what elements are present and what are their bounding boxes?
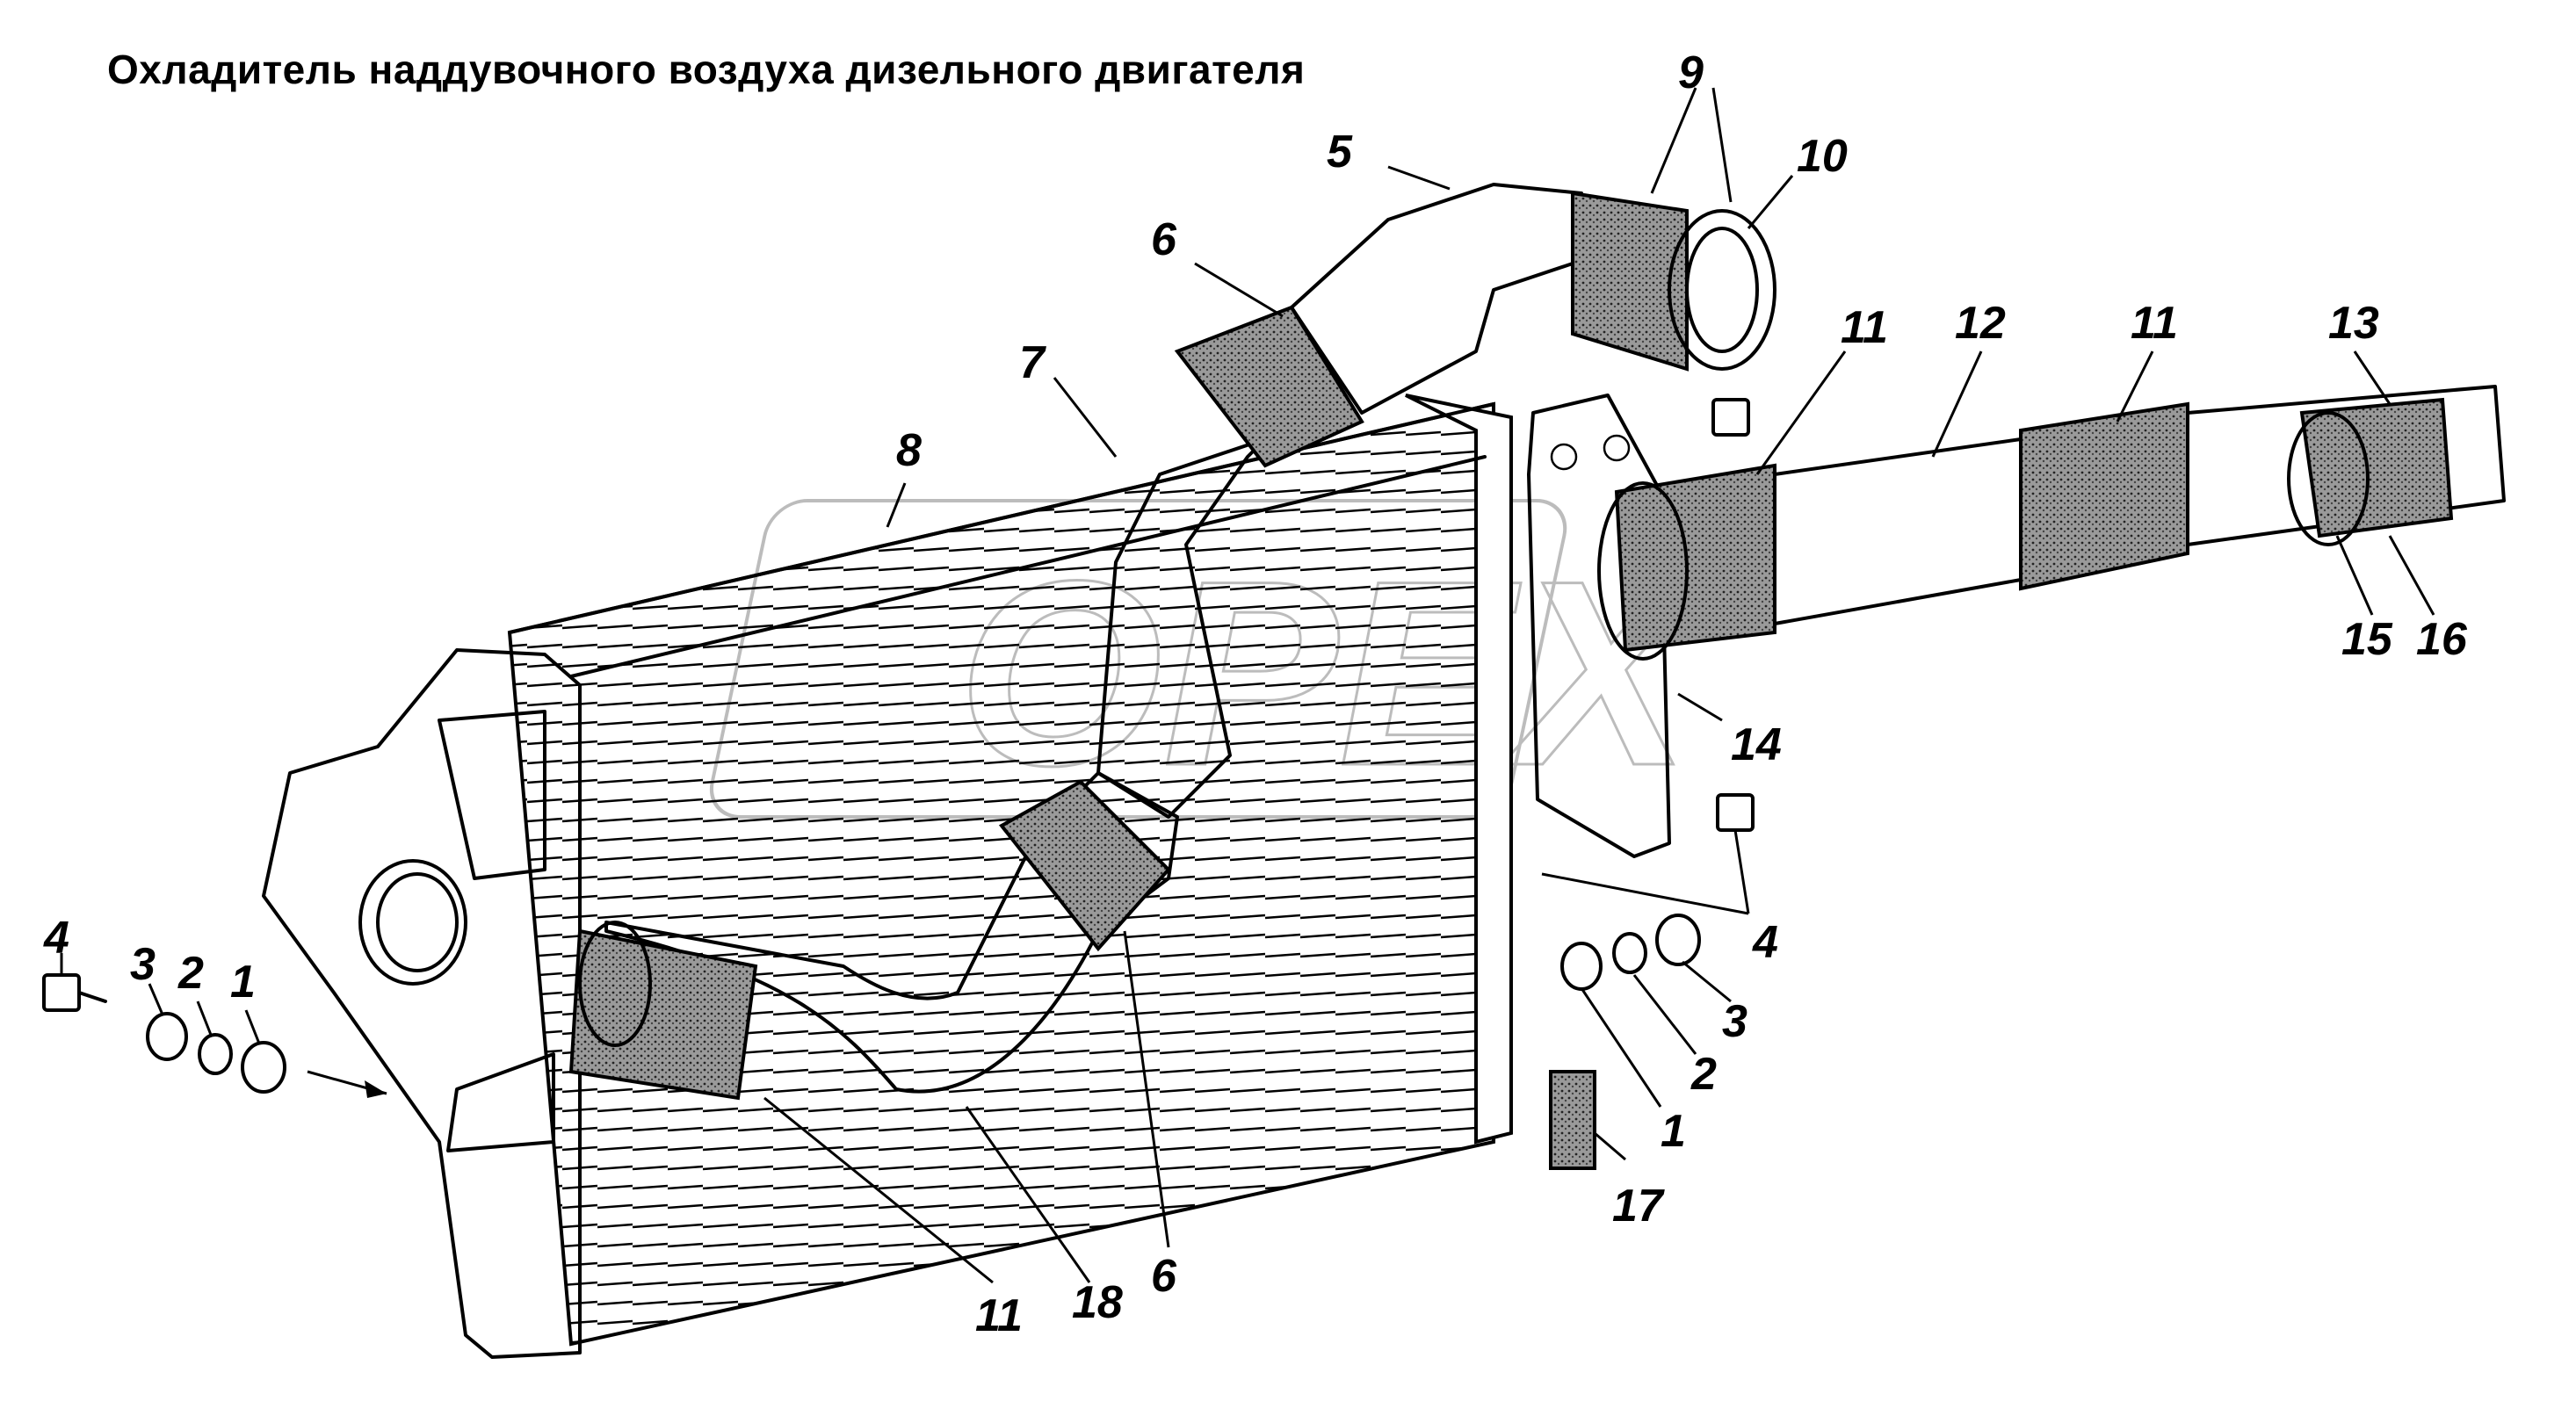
- callout-11-a: 11: [1841, 302, 1888, 353]
- callout-14: 14: [1731, 719, 1782, 770]
- upper-hose: [1096, 183, 1776, 819]
- callout-1-left: 1: [230, 957, 256, 1008]
- callout-7: 7: [1019, 337, 1046, 388]
- callout-17: 17: [1612, 1181, 1665, 1232]
- callout-2-left: 2: [177, 948, 204, 999]
- leader-lines: [60, 87, 2435, 1284]
- right-pipe: [1597, 385, 2506, 661]
- callout-11-bottom: 11: [975, 1290, 1023, 1341]
- callout-11-b: 11: [2131, 298, 2178, 349]
- callout-4-left: 4: [43, 913, 69, 964]
- callout-15: 15: [2341, 614, 2393, 665]
- callout-6-bottom: 6: [1151, 1251, 1177, 1302]
- callout-16: 16: [2416, 614, 2468, 665]
- callouts: 4 3 2 1 5 6 7 8 9 10 11 12 11 13 14 15 1…: [43, 47, 2468, 1341]
- callout-9: 9: [1678, 47, 1704, 98]
- right-bracket: [1527, 394, 1671, 858]
- radiator-core: [507, 394, 1513, 1347]
- callout-6-top: 6: [1151, 214, 1177, 265]
- hardware-right: [1549, 398, 1755, 1170]
- callout-3-left: 3: [130, 939, 156, 990]
- callout-13: 13: [2328, 298, 2379, 349]
- callout-12: 12: [1955, 298, 2006, 349]
- callout-4-right: 4: [1752, 917, 1778, 968]
- callout-18: 18: [1072, 1277, 1123, 1328]
- callout-2-right: 2: [1690, 1049, 1717, 1100]
- callout-10: 10: [1797, 131, 1848, 182]
- callout-5: 5: [1327, 126, 1353, 177]
- left-tank: [262, 648, 582, 1359]
- callout-3-right: 3: [1722, 996, 1747, 1047]
- diagram-title: Охладитель наддувочного воздуха дизельно…: [107, 47, 1306, 92]
- callout-1-right: 1: [1661, 1106, 1686, 1157]
- lower-hose: [568, 771, 1179, 1101]
- callout-8: 8: [896, 425, 922, 476]
